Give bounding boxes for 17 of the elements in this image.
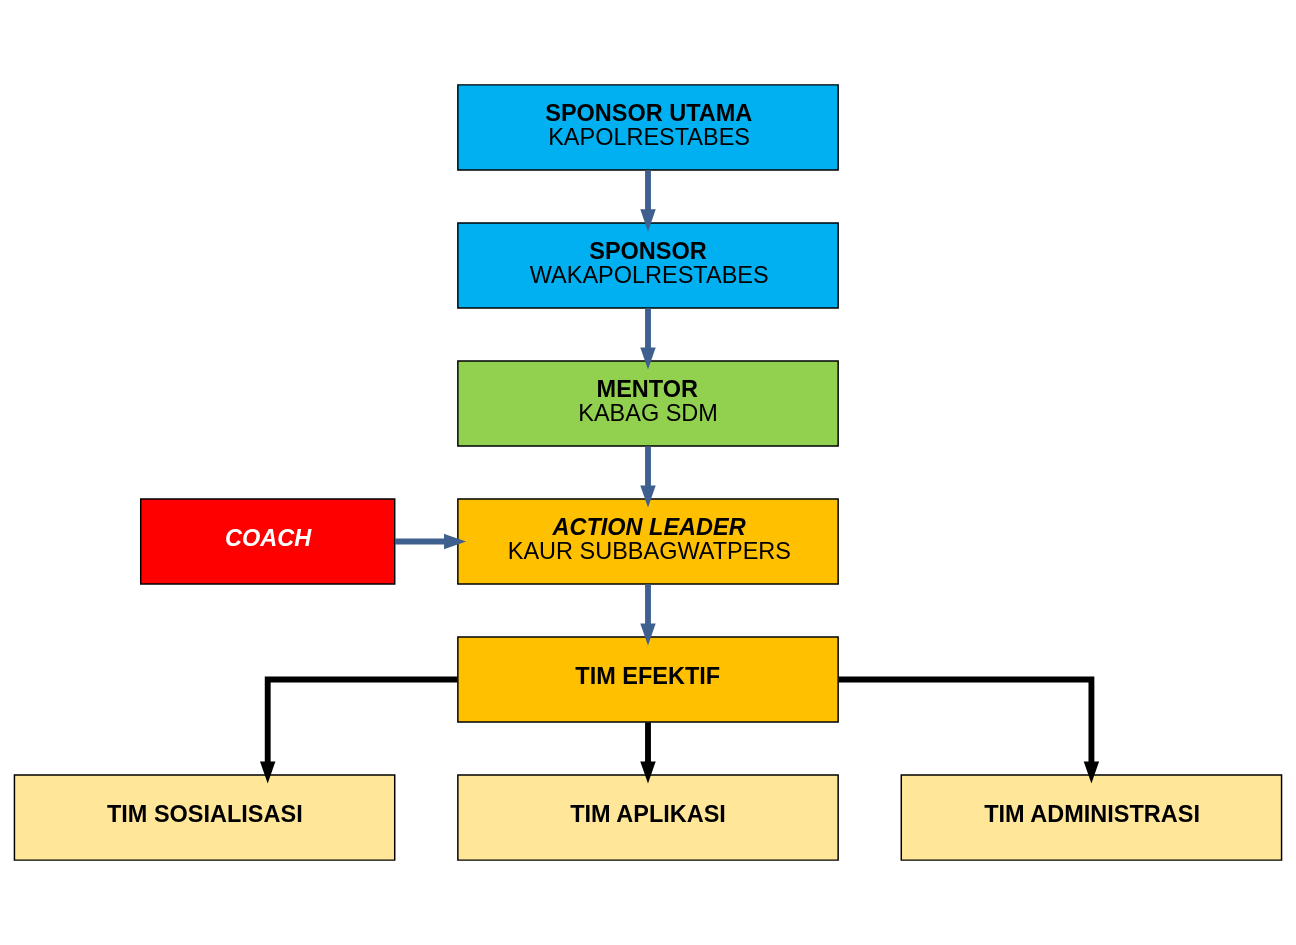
node-box: SPONSOR WAKAPOLRESTABES xyxy=(457,222,839,309)
arrow xyxy=(640,584,656,646)
arrow xyxy=(838,676,1100,784)
node-box: TIM APLIKASI xyxy=(457,774,839,861)
node-box: SPONSOR UTAMA KAPOLRESTABES xyxy=(457,84,839,171)
node-box: ACTION LEADER KAUR SUBBAGWATPERS xyxy=(457,498,839,585)
arrow xyxy=(640,170,656,232)
arrow xyxy=(640,446,656,508)
arrow xyxy=(640,722,656,784)
node-box: TIM EFEKTIF xyxy=(457,636,839,723)
node-box: MENTOR KABAG SDM xyxy=(457,360,839,447)
node-box: TIM ADMINISTRASI xyxy=(900,774,1283,861)
node-box: COACH xyxy=(139,498,396,585)
arrow xyxy=(260,676,458,784)
node-box: TIM SOSIALISASI xyxy=(13,774,396,861)
arrow xyxy=(394,533,467,550)
arrow xyxy=(640,308,656,370)
